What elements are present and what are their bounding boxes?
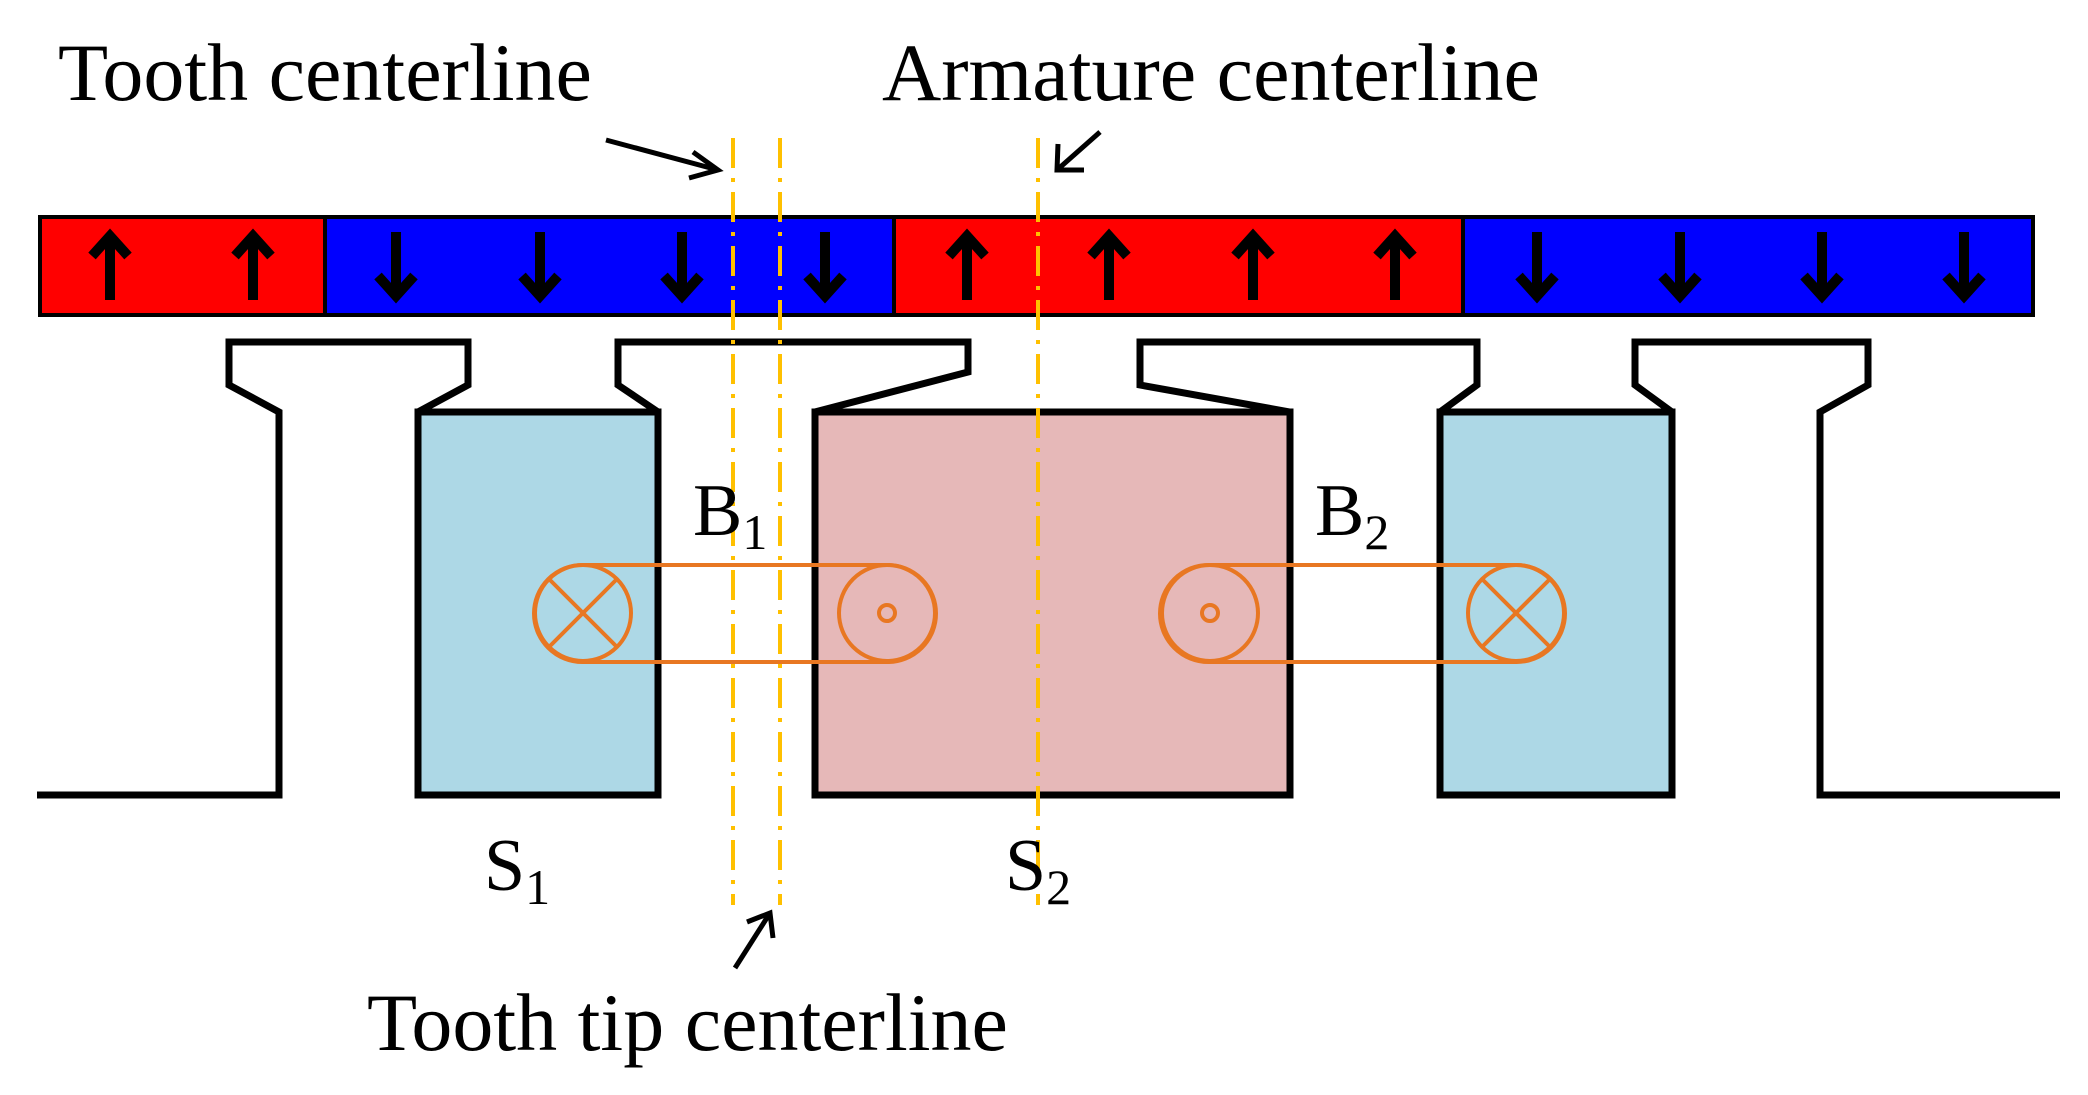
dot-circle-icon: [1160, 563, 1260, 663]
magnet-down-arrow-icon: [1515, 232, 1559, 304]
magnet-up-arrow-icon: [945, 228, 989, 300]
s1-label: S1: [484, 825, 550, 915]
magnet-down-arrow-icon: [1658, 232, 1702, 304]
magnet-down-arrow-icon: [1942, 232, 1986, 304]
magnet-segment-2: [323, 215, 896, 317]
magnet-down-arrow-icon: [1800, 232, 1844, 304]
magnet-up-arrow-icon: [1087, 228, 1131, 300]
magnet-segment-3: [892, 215, 1465, 317]
magnet-segment-4: [1461, 215, 2035, 317]
armature-centerline-label: Armature centerline: [882, 27, 1540, 118]
magnet-up-arrow-icon: [231, 228, 275, 300]
magnet-down-arrow-icon: [374, 232, 418, 304]
b1-label: B1: [693, 470, 767, 560]
magnet-up-arrow-icon: [1231, 228, 1275, 300]
winding-b2: [1158, 563, 1567, 664]
magnet-up-arrow-icon: [88, 228, 132, 300]
b2-label: B2: [1315, 470, 1389, 560]
magnet-strip: [38, 215, 2035, 317]
dot-circle-icon: [837, 563, 937, 663]
magnet-segment-1: [38, 215, 327, 317]
magnet-down-arrow-icon: [803, 232, 847, 304]
tooth-tip-centerline-label: Tooth tip centerline: [367, 977, 1008, 1068]
arrow-to-armature-centerline-icon: [1054, 130, 1102, 173]
arrow-to-tooth-tip-centerline-icon: [732, 909, 776, 970]
arrow-to-tooth-centerline-icon: [605, 137, 724, 181]
centerlines: [731, 138, 1040, 905]
tooth-centerline-label: Tooth centerline: [58, 27, 592, 118]
s2-label: S2: [1005, 825, 1071, 915]
magnet-down-arrow-icon: [518, 232, 562, 304]
pointer-arrows: [605, 130, 1102, 970]
magnet-up-arrow-icon: [1373, 228, 1417, 300]
winding-b1: [532, 563, 938, 664]
magnet-down-arrow-icon: [660, 232, 704, 304]
